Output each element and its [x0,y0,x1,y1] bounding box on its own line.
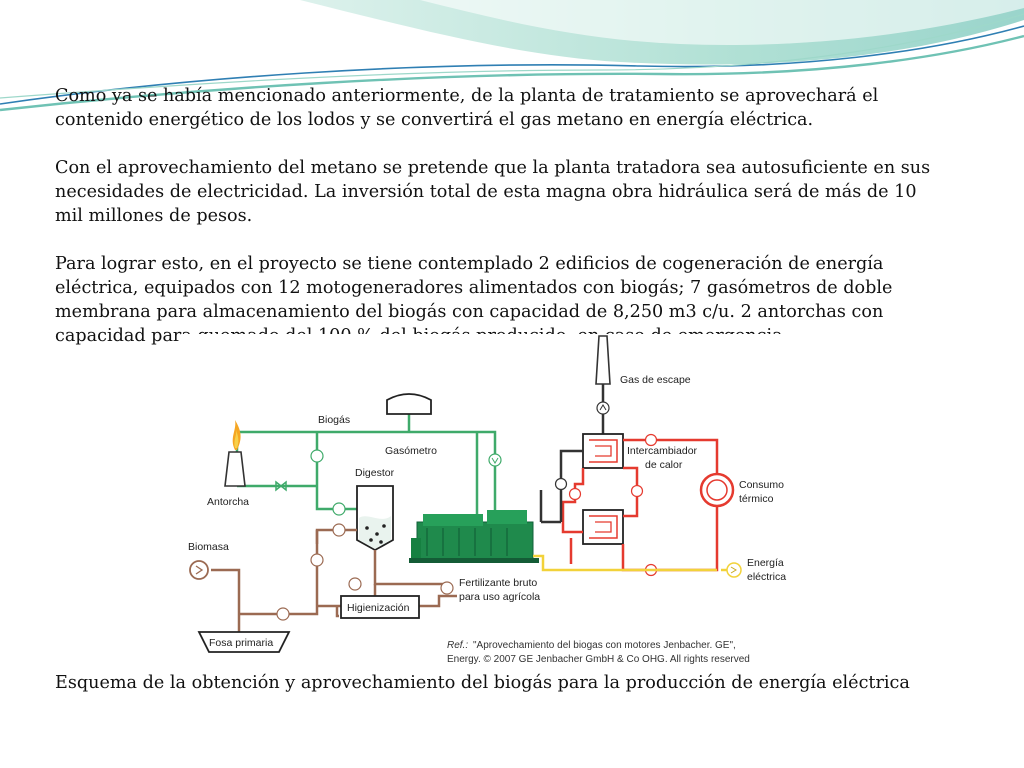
label-fosa: Fosa primaria [209,637,273,649]
heat-arrow-icon-4 [568,487,582,501]
label-energia-1: Energía [747,557,784,569]
electric-arrow-icon [726,562,742,578]
label-higienizacion: Higienización [347,602,410,614]
exhaust-lines [539,449,583,524]
label-antorcha: Antorcha [207,496,249,508]
digestor-icon [356,485,394,552]
fertilizer-arrow-icon [440,581,454,595]
label-biogas: Biogás [318,414,350,426]
higienizacion-box [340,595,420,619]
fosa-primaria-icon [197,631,291,653]
biomass-arrow-icon-2 [310,553,324,567]
paragraph-1: Como ya se había mencionado anteriorment… [55,86,879,130]
biogas-arrow-icon-1 [310,449,324,463]
biomass-arrow-icon [189,560,209,580]
biomass-arrow-icon-4 [348,577,362,591]
reference-prefix: Ref.: [447,640,468,651]
biogas-diagram: Gas de escape Intercambiador de calor Co… [181,334,798,666]
reference-line-2: Energy. © 2007 GE Jenbacher GmbH & Co OH… [447,654,750,665]
heat-arrow-icon-2 [644,433,658,447]
thermal-consumer-icon [699,472,735,508]
exhaust-arrow-icon-2 [554,477,568,491]
label-fertilizante-2: para uso agrícola [459,591,540,603]
top-wave-decoration [0,0,1024,112]
label-energia-2: eléctrica [747,571,786,583]
motogenerator-icon [409,510,539,563]
heat-arrow-icon-1 [630,484,644,498]
label-fertilizante-1: Fertilizante bruto [459,577,537,589]
label-gasometro: Gasómetro [385,445,437,457]
label-intercambiador-1: Intercambiador [627,445,698,457]
exhaust-arrow-icon [596,401,610,415]
biomass-arrow-icon-3 [332,523,346,537]
label-gas-escape: Gas de escape [620,374,691,386]
label-consumo-1: Consumo [739,479,784,491]
gasometer-icon [386,393,432,415]
paragraph-2: Con el aprovechamiento del metano se pre… [55,158,931,226]
label-digestor: Digestor [355,467,395,479]
torch-icon [224,420,246,487]
diagram-caption: Esquema de la obtención y aprovechamient… [55,673,910,693]
biogas-arrow-icon-3 [488,453,502,467]
label-biomasa: Biomasa [188,541,229,553]
label-intercambiador-2: de calor [645,459,683,471]
electric-line [533,554,717,572]
reference-line-1: "Aprovechamiento del biogas con motores … [473,640,736,651]
exhaust-stack [595,335,611,434]
biomass-arrow-icon-5 [276,607,290,621]
biogas-arrow-icon-2 [332,502,346,516]
label-consumo-2: térmico [739,493,774,505]
